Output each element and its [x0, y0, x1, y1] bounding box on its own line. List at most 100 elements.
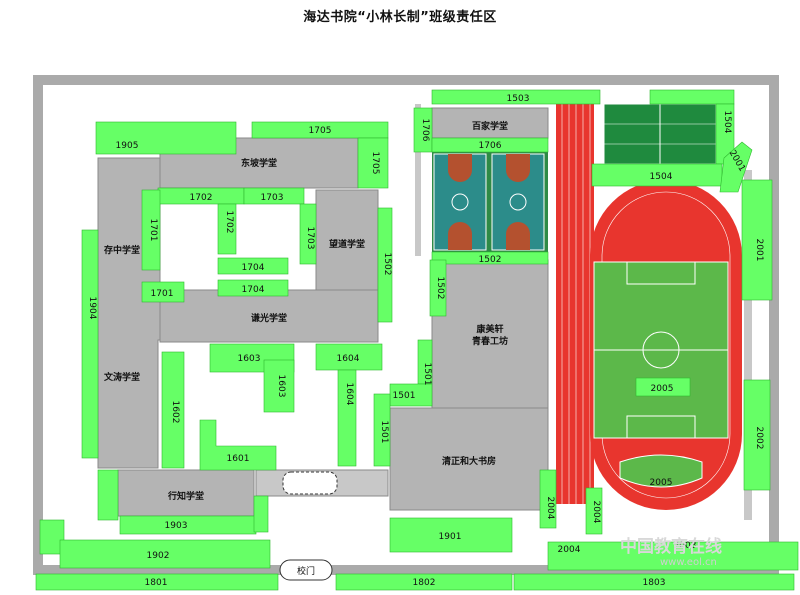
court-key-4 — [506, 222, 530, 250]
zone-label: 1702 — [224, 211, 234, 234]
zone-label: 1904 — [87, 297, 97, 320]
zone-1902-left[interactable] — [39, 519, 65, 555]
zone-label: 1504 — [722, 111, 732, 134]
zone-label: 1503 — [507, 94, 530, 104]
zone-label: 2004 — [591, 501, 601, 524]
court-circle-1 — [451, 193, 469, 211]
zone-1706[interactable] — [431, 137, 549, 153]
zone-1705-top[interactable] — [251, 121, 389, 139]
zone-label: 2005 — [650, 478, 673, 488]
zone-1502-side[interactable] — [429, 259, 447, 317]
zone-label: 1502 — [382, 253, 392, 276]
label-qianguang: 谦光学堂 — [251, 312, 287, 324]
watermark-text: 中国教育在线 — [620, 537, 722, 557]
zone-1604[interactable] — [315, 343, 383, 371]
court-circle-2 — [509, 193, 527, 211]
label-wentao: 文涛学堂 — [103, 371, 140, 383]
zone-label: 1901 — [439, 532, 462, 542]
zone-label: 1703 — [261, 193, 284, 203]
zone-2002[interactable] — [743, 379, 771, 491]
zone-label: 1502 — [435, 277, 445, 300]
zone-1701[interactable] — [141, 281, 185, 303]
zone-label: 1703 — [305, 227, 315, 250]
zone-1703-top[interactable] — [243, 187, 305, 205]
zone-1802[interactable] — [335, 573, 513, 591]
zone-1902[interactable] — [59, 539, 271, 569]
penalty-box-top — [626, 261, 696, 285]
label-dongpo: 东坡学堂 — [241, 157, 277, 169]
zone-2003[interactable] — [547, 541, 799, 571]
zone-label: 2005 — [651, 384, 674, 394]
zone-label: 1502 — [479, 255, 502, 265]
zone-1604-side[interactable] — [337, 369, 357, 467]
inner-wall — [415, 104, 421, 256]
zone-label: 2004 — [545, 497, 555, 520]
zone-1903[interactable] — [119, 515, 257, 535]
building-kangmei[interactable] — [431, 259, 549, 409]
zone-1503-right[interactable] — [649, 89, 735, 105]
page-title: 海达书院“小林长制”班级责任区 — [303, 10, 497, 25]
label-kangmei: 康美轩青春工坊 — [472, 323, 508, 347]
zone-1704[interactable] — [217, 279, 289, 297]
label-gate: 校门 — [297, 565, 315, 577]
zone-label: 1705 — [370, 152, 380, 175]
zone-1903-side[interactable] — [97, 469, 119, 521]
label-xingzhi: 行知学堂 — [167, 490, 204, 502]
zone-1901[interactable] — [389, 517, 513, 553]
zone-1701-side[interactable] — [141, 189, 161, 271]
zone-2005-field[interactable] — [635, 377, 691, 397]
school-gate[interactable] — [279, 559, 333, 581]
zone-label: 1905 — [116, 141, 139, 151]
zone-1501-left[interactable] — [373, 393, 391, 467]
zone-1502-left[interactable] — [377, 207, 393, 323]
zone-1704-top[interactable] — [217, 257, 289, 275]
zone-label: 1501 — [422, 363, 432, 386]
court-key-3 — [448, 222, 472, 250]
inner-wall-right — [744, 170, 752, 520]
zone-label: 1701 — [151, 289, 174, 299]
zone-label: 1705 — [309, 126, 332, 136]
zone-2001[interactable] — [741, 179, 773, 301]
building-qianguang[interactable] — [159, 289, 379, 343]
field-2005-bottom[interactable] — [619, 454, 703, 488]
zone-2004-b[interactable] — [585, 487, 603, 535]
zone-label: 1704 — [242, 285, 265, 295]
building-wangdao[interactable] — [315, 189, 379, 291]
zone-label: 1501 — [393, 391, 416, 401]
zone-label: 1803 — [643, 578, 666, 588]
zone-1705-side[interactable] — [357, 137, 389, 189]
label-kangmei-line1: 康美轩 — [476, 323, 503, 335]
zone-1603-side[interactable] — [263, 359, 295, 413]
zone-label: 2001 — [754, 239, 764, 262]
zone-label: 1801 — [145, 578, 168, 588]
straight-track[interactable] — [556, 104, 594, 504]
zone-1601[interactable] — [199, 419, 277, 471]
zone-label: 1802 — [413, 578, 436, 588]
zone-1602[interactable] — [161, 351, 185, 469]
zone-1706-side[interactable] — [413, 107, 433, 153]
zone-label: 1604 — [344, 383, 354, 406]
zone-label: 1501 — [379, 421, 389, 444]
label-wangdao: 望道学堂 — [329, 238, 365, 250]
zone-label: 1903 — [165, 521, 188, 531]
zone-label: 2002 — [754, 427, 764, 450]
zone-1801[interactable] — [35, 573, 279, 591]
zone-label: 1902 — [147, 551, 170, 561]
building-xingzhi[interactable] — [117, 469, 255, 517]
zone-1803[interactable] — [513, 573, 795, 591]
zone-label: 1602 — [170, 401, 180, 424]
label-qingzheng: 清正和大书房 — [442, 455, 496, 467]
zone-1703-side[interactable] — [299, 203, 317, 265]
zone-label: 1604 — [337, 354, 360, 364]
zone-1503[interactable] — [431, 89, 601, 105]
label-cunzhong: 存中学堂 — [104, 244, 140, 256]
zone-label: 1603 — [238, 354, 261, 364]
zone-1702-side[interactable] — [217, 203, 237, 255]
zone-1502[interactable] — [431, 251, 549, 265]
zone-1904[interactable] — [81, 229, 99, 459]
zone-2001-diag[interactable] — [719, 141, 753, 193]
zone-1903-right[interactable] — [253, 495, 269, 533]
zone-2004-a[interactable] — [539, 469, 557, 529]
zone-1905[interactable] — [95, 121, 237, 155]
